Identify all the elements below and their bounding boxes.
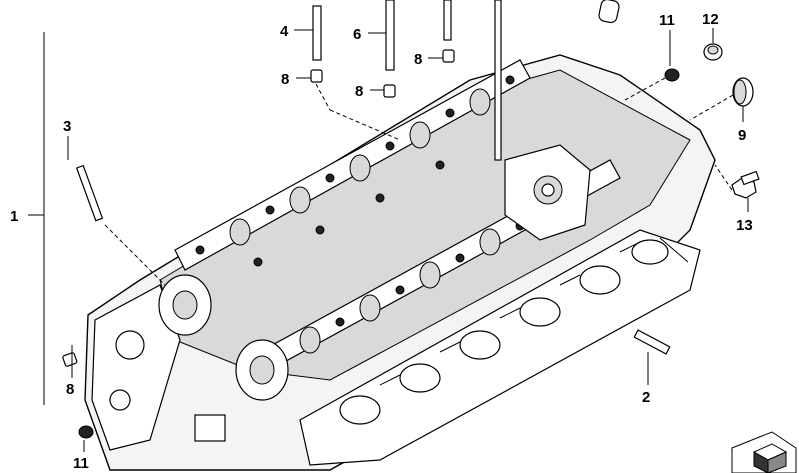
callout-2: 2 <box>642 389 650 406</box>
part-catalog-icon <box>731 431 797 473</box>
part-9-plug <box>732 77 754 107</box>
callout-12: 12 <box>702 11 719 28</box>
part-12-plug <box>703 43 723 61</box>
callout-3: 3 <box>63 118 71 135</box>
part-8-sleeve-c <box>442 49 455 63</box>
camshaft-hub-lower <box>235 339 289 401</box>
vanos-housing <box>504 144 591 241</box>
intake-ports <box>339 239 669 425</box>
callout-11-a: 11 <box>659 12 675 29</box>
part-3-stud <box>75 164 104 222</box>
part-4-stud <box>312 5 322 61</box>
callout-4: 4 <box>280 23 289 40</box>
callout-6: 6 <box>353 26 361 43</box>
callout-8-c: 8 <box>414 51 422 68</box>
leader-lines <box>28 28 749 452</box>
callout-1: 1 <box>10 208 18 225</box>
callout-8-b: 8 <box>355 83 363 100</box>
part-6-stud <box>385 0 395 71</box>
cylinder-head-body <box>84 54 716 471</box>
callout-9: 9 <box>738 127 746 144</box>
callout-8-d: 8 <box>66 381 74 398</box>
callout-13: 13 <box>736 217 753 234</box>
part-2-stud <box>633 329 671 355</box>
upper-studs <box>443 0 502 161</box>
camshaft-hub-upper <box>158 274 212 336</box>
oil-tube <box>598 0 620 24</box>
part-8-sleeve-d <box>62 352 78 367</box>
callout-8-a: 8 <box>281 71 289 88</box>
exhaust-studs <box>379 237 689 386</box>
part-13-bolt <box>731 170 760 199</box>
part-11-screw-plug-a <box>664 68 680 82</box>
callout-11-b: 11 <box>73 455 89 472</box>
callout-labels: 1 2 3 4 6 8 8 8 8 9 11 11 12 13 <box>10 11 753 472</box>
part-8-sleeve-b <box>383 84 396 98</box>
part-8-sleeve-a <box>310 69 323 83</box>
part-11-screw-plug-b <box>78 425 94 439</box>
cam-lobes-upper <box>229 88 491 246</box>
